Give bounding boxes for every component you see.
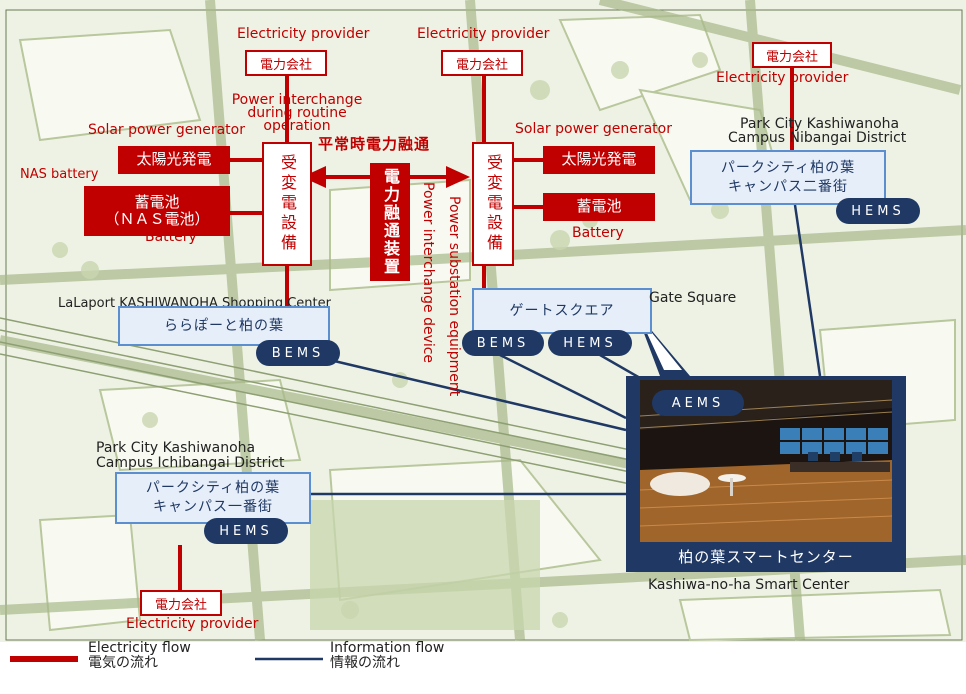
right-solar-box: 太陽光発電 — [543, 146, 655, 174]
left-nas-jp-line1: 蓄電池 — [134, 192, 180, 211]
nibangai-hems-badge: HEMS — [836, 198, 920, 224]
provider-top-right-box: 電力会社 — [752, 42, 832, 68]
legend-information-jp: 情報の流れ — [330, 655, 400, 671]
gate-square-en: Gate Square — [649, 290, 737, 306]
substation-left: 受変電設備 — [262, 142, 312, 266]
interchange-routine-en-line1: Power interchange — [231, 92, 363, 108]
ichibangai-jp-line2: キャンパス一番街 — [153, 499, 273, 515]
nibangai-en-line1: Park City Kashiwanoha — [740, 116, 900, 132]
nibangai-en-line2: Campus Nibangai District — [728, 130, 907, 146]
substation-right: 受変電設備 — [472, 142, 514, 266]
provider-bottom-en: Electricity provider — [126, 616, 259, 632]
gate-square-bems-badge: BEMS — [462, 330, 544, 356]
provider-bottom-box: 電力会社 — [140, 590, 222, 616]
ichibangai-en-line1: Park City Kashiwanoha — [96, 440, 256, 456]
right-solar-en: Solar power generator — [515, 121, 672, 137]
interchange-device-box: 電力融通装置 — [370, 163, 410, 281]
left-nas-jp-line2: （ＮＡＳ電池） — [104, 210, 210, 228]
smart-center-jp: 柏の葉スマートセンター — [678, 547, 854, 566]
interchange-device-en: Power interchange device — [420, 182, 436, 364]
ichibangai-box: パークシティ柏の葉 キャンパス一番街 — [115, 472, 311, 524]
right-battery-box: 蓄電池 — [543, 193, 655, 221]
ichibangai-en-line2: Campus Ichibangai District — [96, 455, 285, 471]
right-battery-en: Battery — [572, 225, 624, 241]
left-solar-box: 太陽光発電 — [118, 146, 230, 174]
nibangai-jp-line1: パークシティ柏の葉 — [720, 159, 856, 176]
left-battery-en: Battery — [145, 229, 197, 245]
smart-center-en: Kashiwa-no-ha Smart Center — [648, 577, 850, 593]
left-nas-en: NAS battery — [20, 167, 99, 182]
gate-square-hems-badge: HEMS — [548, 330, 632, 356]
gate-square-box: ゲートスクエア — [472, 288, 652, 334]
provider-top-right-en: Electricity provider — [716, 70, 849, 86]
substation-en: Power substation equipment — [446, 196, 462, 397]
nibangai-box: パークシティ柏の葉 キャンパス二番街 — [690, 150, 886, 205]
provider-top-center-box: 電力会社 — [441, 50, 523, 76]
interchange-routine-en-line2: during routine — [247, 105, 347, 121]
nibangai-jp-line2: キャンパス二番街 — [728, 178, 848, 195]
legend-information-en: Information flow — [330, 640, 445, 656]
smart-center-aems-badge: AEMS — [652, 390, 744, 416]
ichibangai-hems-badge: HEMS — [204, 518, 288, 544]
ichibangai-jp-line1: パークシティ柏の葉 — [145, 480, 281, 497]
lalaport-bems-badge: BEMS — [256, 340, 340, 366]
lalaport-box: ららぽーと柏の葉 — [118, 306, 330, 346]
provider-top-center-en: Electricity provider — [417, 26, 550, 42]
provider-top-left-en: Electricity provider — [237, 26, 370, 42]
legend-electricity-en: Electricity flow — [88, 640, 191, 656]
interchange-routine-en-line3: operation — [263, 118, 331, 134]
interchange-routine-jp: 平常時電力融通 — [318, 135, 431, 153]
left-nas-box: 蓄電池 （ＮＡＳ電池） — [84, 186, 230, 236]
legend-electricity-jp: 電気の流れ — [88, 655, 158, 671]
left-solar-en: Solar power generator — [88, 122, 245, 138]
provider-top-left-box: 電力会社 — [245, 50, 327, 76]
